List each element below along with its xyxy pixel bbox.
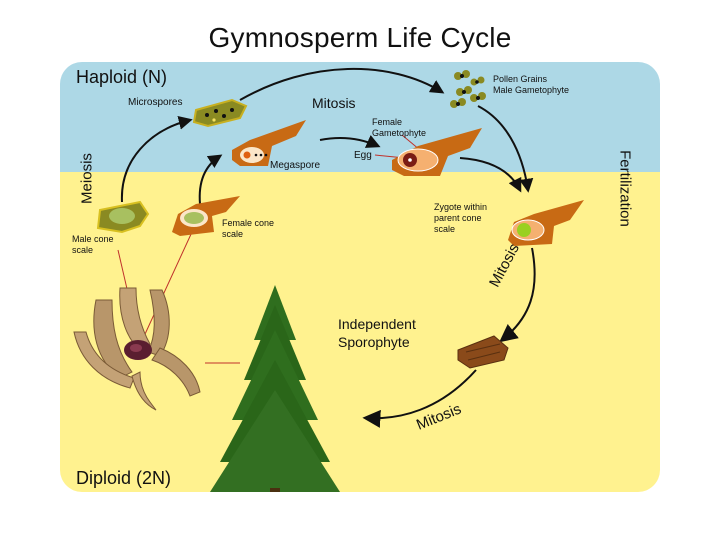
haploid-region-label: Haploid (N) [76,67,168,87]
pollen-grains-line1: Pollen Grains [493,74,548,84]
female-cone-scale-icon [172,196,240,236]
male-cone-scale-icon [96,200,150,234]
egg-label: Egg [354,150,372,161]
male-cone-scale-label: Male cone scale [72,234,114,256]
diploid-region-label: Diploid (2N) [76,468,172,488]
sporophyte-line2: Sporophyte [338,334,410,350]
female-cone-connector [139,231,193,346]
pine-cone-icon [73,287,201,411]
male-cone-line1: Male cone [72,234,114,244]
megaspore-cone-scale-icon [232,120,306,166]
independent-sporophyte-label: Independent Sporophyte [338,315,416,351]
microspore-cluster-icon [192,98,248,128]
diagram-title: Gymnosperm Life Cycle [208,22,512,53]
sporophyte-line1: Independent [338,316,416,332]
female-cone-scale-label: Female cone scale [222,218,274,240]
pine-tree-icon [210,285,340,492]
seed-icon [457,335,509,369]
female-gametophyte-line1: Female [372,117,403,127]
zygote-line1: Zygote within [434,202,488,212]
female-gametophyte-label: Female Gametophyte [372,117,426,139]
zygote-cone-scale-icon [508,200,584,246]
arrow-meiosis-male [120,115,193,203]
arrow-megaspore-gametophyte [319,135,381,148]
female-cone-line2: scale [222,229,244,239]
arrow-seed-tree [362,369,477,428]
arrow-pollen-fertilization [477,105,534,193]
fertilization-label: Fertilization [616,150,634,227]
female-cone-line1: Female cone [222,218,275,228]
female-gametophyte-icon [392,128,482,176]
haploid-region [60,62,660,172]
arrow-zygote-seed [499,247,536,343]
meiosis-label: Meiosis [78,153,96,204]
zygote-line3: scale [434,224,456,234]
arrow-microspore-pollen [239,67,445,101]
microspores-label: Microspores [128,97,183,108]
zygote-label: Zygote within parent cone scale [434,202,487,235]
pollen-grains-line2: Male Gametophyte [493,85,570,95]
arrow-egg-fertilization [459,157,522,193]
zygote-line2: parent cone [434,213,482,223]
arrow-meiosis-female [198,154,223,205]
mitosis-top-label: Mitosis [312,95,356,111]
female-gametophyte-line2: Gametophyte [372,128,427,138]
megaspore-label: Megaspore [270,160,321,171]
pollen-grain-icon [450,70,486,108]
male-cone-line2: scale [72,245,94,255]
pollen-grains-label: Pollen Grains Male Gametophyte [493,74,569,96]
